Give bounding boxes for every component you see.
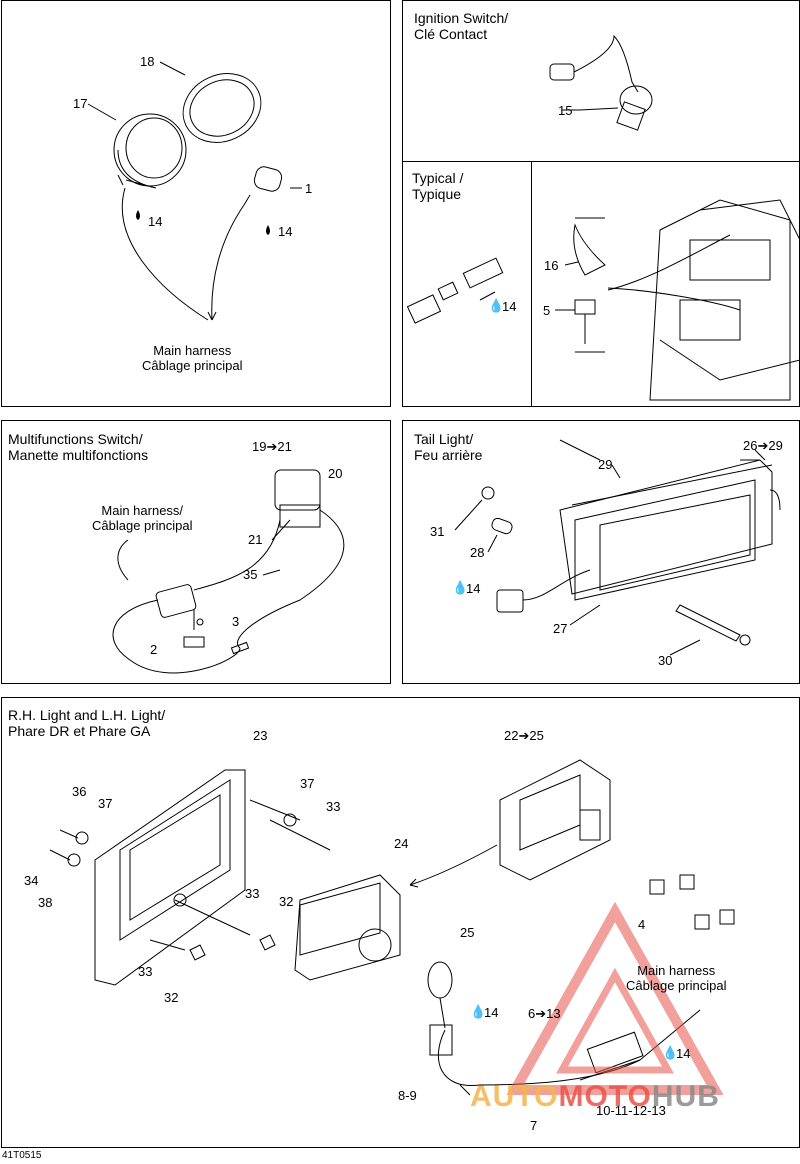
drop-icon-taillight: 💧 — [452, 580, 469, 595]
gauge-ring-illustration — [113, 73, 262, 189]
taillight-illustration — [481, 439, 781, 646]
drop-icon-headlight-b: 💧 — [662, 1045, 679, 1060]
callout-14-a: 14 — [148, 214, 163, 229]
callout-33-b: 33 — [245, 886, 260, 901]
callout-36: 36 — [72, 784, 87, 799]
callout-10-13: 10-11-12-13 — [596, 1103, 666, 1118]
callout-20: 20 — [328, 466, 343, 481]
callout-14-hl-b: 14 — [676, 1046, 691, 1061]
drop-icon-typical: 💧 — [488, 298, 505, 313]
figure-code: 41T0515 — [2, 1150, 42, 1161]
callout-19-21: 19➔21 — [252, 439, 292, 454]
callout-3: 3 — [232, 614, 240, 629]
ignition-title: Ignition Switch/ Clé Contact — [414, 10, 509, 42]
callout-37-b: 37 — [98, 796, 113, 811]
callout-17: 17 — [73, 96, 88, 111]
ignition-illustration — [549, 34, 653, 131]
panel-gauge — [1, 0, 391, 407]
callout-34: 34 — [24, 873, 39, 888]
bulb-illustration — [243, 166, 283, 206]
callout-28: 28 — [470, 545, 485, 560]
main-harness-label-hl: Main harness Câblage principal — [626, 963, 727, 993]
main-harness-label-multi: Main harness/ Câblage principal — [92, 503, 193, 533]
drop-icon — [266, 225, 270, 235]
callout-29: 29 — [598, 457, 613, 472]
callout-6-13: 6➔13 — [528, 1006, 561, 1021]
callout-30: 30 — [658, 653, 673, 668]
drop-icon — [136, 210, 140, 220]
callout-27: 27 — [553, 621, 568, 636]
panel-engine — [531, 161, 800, 407]
callout-38: 38 — [38, 895, 53, 910]
panel-multifunction — [1, 420, 391, 684]
multifunction-title: Multifunctions Switch/ Manette multifonc… — [8, 431, 149, 463]
clip-group — [649, 874, 735, 930]
callout-33-a: 33 — [326, 799, 341, 814]
connector-illustration — [406, 257, 504, 324]
callout-15: 15 — [558, 103, 573, 118]
callout-4: 4 — [638, 917, 646, 932]
headlight-illustration — [49, 759, 735, 1096]
callout-25: 25 — [460, 925, 475, 940]
callout-7: 7 — [530, 1118, 538, 1133]
callout-14-taillight: 14 — [466, 581, 481, 596]
watermark-logo: AUTOMOTOHUB — [470, 1080, 720, 1114]
callout-14-b: 14 — [278, 224, 293, 239]
taillight-title: Tail Light/ Feu arrière — [414, 431, 483, 463]
callout-22-25: 22➔25 — [504, 728, 544, 743]
watermark-triangle — [506, 901, 724, 1095]
drop-icon-headlight-a: 💧 — [470, 1004, 487, 1019]
switch-illustration — [112, 469, 345, 674]
callout-24: 24 — [394, 836, 409, 851]
callout-14-typical: 14 — [502, 299, 517, 314]
watermark-moto: MOTO — [558, 1080, 652, 1113]
callout-26-29: 26➔29 — [743, 438, 783, 453]
callout-35: 35 — [243, 567, 258, 582]
callout-32-a: 32 — [279, 894, 294, 909]
callout-5: 5 — [543, 303, 551, 318]
callout-8-9: 8-9 — [398, 1088, 417, 1103]
typical-title: Typical / Typique — [412, 170, 464, 202]
callout-14-hl-a: 14 — [484, 1005, 499, 1020]
main-harness-label: Main harness Câblage principal — [142, 343, 243, 373]
callout-23: 23 — [253, 728, 268, 743]
engine-illustration — [573, 199, 800, 401]
callout-18: 18 — [140, 54, 155, 69]
callout-33-c: 33 — [138, 964, 153, 979]
callout-21: 21 — [248, 532, 263, 547]
headlight-title: R.H. Light and L.H. Light/ Phare DR et P… — [8, 707, 166, 739]
callout-32-b: 32 — [164, 990, 179, 1005]
watermark-hub: HUB — [651, 1080, 720, 1113]
callout-31: 31 — [430, 524, 445, 539]
callout-2: 2 — [150, 642, 158, 657]
panel-typical — [402, 161, 532, 407]
watermark-auto: AUTO — [470, 1080, 559, 1113]
callout-1: 1 — [305, 181, 313, 196]
callout-37-a: 37 — [300, 776, 315, 791]
callout-16: 16 — [544, 258, 559, 273]
panel-ignition — [402, 0, 800, 162]
